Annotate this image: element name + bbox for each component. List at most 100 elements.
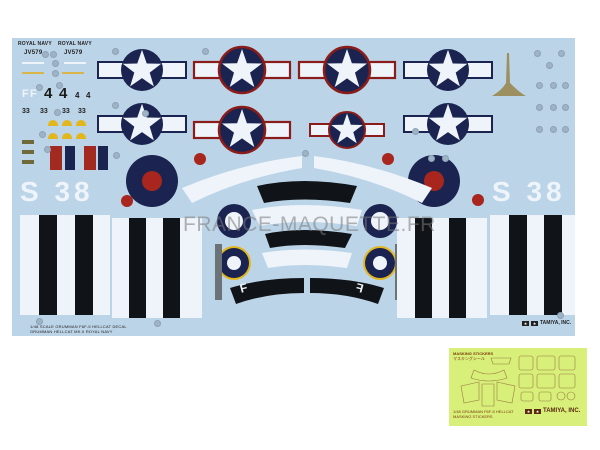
invasion-stripe-panel (397, 218, 487, 318)
tamiya-brand: TAMIYA, INC. (540, 320, 572, 326)
mask-tamiya-brand: TAMIYA, INC. (543, 408, 581, 414)
white-letter-f: F (30, 88, 37, 100)
black-stripe (449, 218, 466, 318)
stencil-dot (550, 82, 557, 89)
decal-number-dot (412, 128, 419, 135)
decal-number-dot (154, 320, 161, 327)
number-33: 33 (78, 108, 86, 115)
white-script-decal (64, 62, 86, 64)
insignia-layer (20, 45, 575, 318)
red-dot-decal (472, 194, 484, 206)
sea-roundel-yellow-ring (363, 246, 397, 280)
us-star-insignia-red (297, 45, 397, 95)
white-letter-f: F (22, 88, 29, 100)
mask-sheet-title: MASKING STICKERS (453, 351, 494, 356)
us-star-insignia-red (192, 45, 292, 95)
invasion-stripe-panel (112, 218, 202, 318)
tamiya-star-icon: ★ (522, 320, 529, 326)
number-33: 33 (62, 108, 70, 115)
white-invasion-band (262, 249, 352, 268)
us-star-insignia-blue (403, 103, 493, 145)
black-invasion-band (265, 230, 352, 248)
decal-number-dot (54, 109, 61, 116)
mask-shapes (460, 355, 576, 407)
stencil-dot (550, 126, 557, 133)
tamiya-logo: ★ ★ TAMIYA, INC. (522, 320, 571, 326)
decal-number-dot (428, 155, 435, 162)
mask-tamiya-logo: ★ ★ TAMIYA, INC. (525, 408, 580, 414)
invasion-stripe-panel (490, 215, 575, 315)
mask-shape (558, 373, 576, 389)
mask-shape (536, 373, 556, 389)
yellow-script-decal (62, 72, 84, 74)
decal-number-dot (113, 152, 120, 159)
mask-shape (558, 355, 576, 371)
royal-navy-label-2: ROYAL NAVY (58, 41, 92, 47)
black-invasion-band (257, 181, 357, 203)
mask-footer-line-1: 1/48 GRUMMAN F6F-5 HELLCAT (453, 409, 514, 414)
black-stripe (75, 215, 93, 315)
us-star-insignia-red (192, 105, 292, 155)
tamiya-star-icon: ★ (531, 320, 538, 326)
yellow-dome-decal (48, 120, 58, 126)
sheet-footer-line-2: GRUMMAN HELLCAT MK.II ROYAL NAVY (30, 329, 113, 334)
decal-number-dot (442, 155, 449, 162)
red-dot-decal (121, 195, 133, 207)
decal-number-dot (112, 48, 119, 55)
antenna-decal (492, 53, 526, 96)
stencil-dot (562, 104, 569, 111)
masking-sticker-sheet: MASKING STICKERS マスキングシール 1/48 GRUMMAN F… (449, 348, 587, 426)
serial-label-2: JV579 (64, 50, 83, 56)
mask-shape (481, 383, 495, 407)
mask-shape (536, 355, 556, 371)
white-curved-band (182, 156, 302, 203)
us-star-insignia-red-small (309, 111, 385, 149)
fin-flash-blue (98, 146, 108, 170)
stencil-dot (558, 50, 565, 57)
us-star-insignia-blue (403, 49, 493, 91)
decal-number-dot (557, 312, 564, 319)
mask-shape (490, 357, 512, 365)
tamiya-star-icon: ★ (534, 408, 541, 414)
sea-roundel-small (217, 204, 251, 238)
decal-number-dot (52, 60, 59, 67)
red-dot-decal (194, 153, 206, 165)
royal-navy-label-1: ROYAL NAVY (18, 41, 52, 47)
red-dot-decal (382, 153, 394, 165)
number-4-large: 4 (44, 85, 53, 102)
decal-number-dot (50, 51, 57, 58)
fin-flash-red (50, 146, 62, 170)
mask-shape (518, 373, 534, 389)
olive-stencil-decal (22, 140, 34, 144)
mask-shape (518, 355, 534, 371)
decal-number-dot (302, 150, 309, 157)
stencil-dot (536, 82, 543, 89)
number-4-small: 4 (86, 91, 91, 100)
mask-shape (470, 369, 508, 382)
watermark-text: FRANCE-MAQUETTE.FR (183, 213, 436, 236)
number-33: 33 (40, 108, 48, 115)
black-stripe (129, 218, 146, 318)
stencil-dot (536, 104, 543, 111)
fin-flash-red (84, 146, 96, 170)
aircraft-code-right: S 38 (492, 176, 566, 207)
mask-footer-line-2: MASKING STICKERS (453, 414, 493, 419)
sea-roundel-yellow-ring (217, 246, 251, 280)
white-invasion-band (252, 205, 362, 226)
yellow-dome-decal (48, 133, 58, 139)
us-star-insignia-blue (97, 103, 187, 145)
stencil-dot (562, 82, 569, 89)
stencil-dot (534, 50, 541, 57)
olive-stencil-decal (22, 150, 34, 154)
invasion-stripe-panel (20, 215, 110, 315)
sea-roundel-small (363, 204, 397, 238)
decal-number-dot (56, 82, 63, 89)
black-stripe (509, 215, 527, 315)
mask-shape (566, 391, 576, 401)
decal-number-dot (52, 70, 59, 77)
white-curved-band (314, 156, 432, 203)
olive-stencil-decal (22, 160, 34, 164)
us-star-insignia-blue (97, 49, 187, 91)
number-33: 33 (22, 108, 30, 115)
raf-roundel (126, 155, 178, 207)
